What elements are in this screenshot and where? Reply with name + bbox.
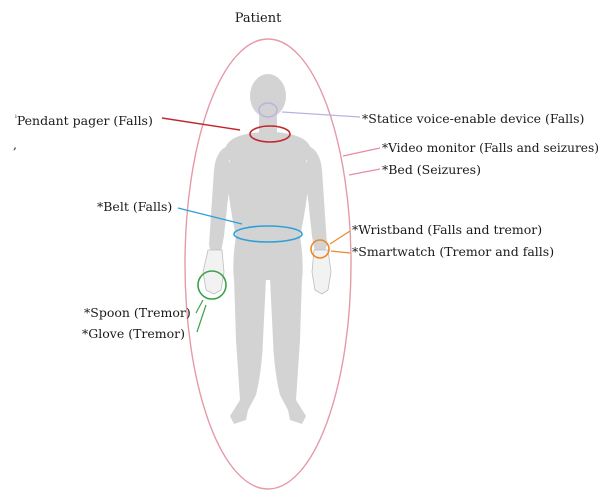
pendant-pager-label: ⁱPendant pager (Falls) — [15, 113, 153, 128]
video-leader — [343, 148, 380, 156]
stray-comma: , — [13, 137, 17, 152]
smartwatch-label: *Smartwatch (Tremor and falls) — [352, 244, 554, 259]
left-arm — [209, 146, 230, 252]
shoulders — [226, 132, 310, 160]
spoon-label: *Spoon (Tremor) — [84, 305, 191, 320]
wristband-label: *Wristband (Falls and tremor) — [352, 222, 542, 237]
right-leg — [270, 278, 306, 424]
smartwatch-leader — [331, 251, 350, 253]
diagram-title: Patient — [235, 11, 282, 26]
head — [250, 74, 286, 118]
pendant-pager-text: Pendant pager (Falls) — [17, 113, 153, 128]
bed-leader — [349, 169, 380, 175]
left-leg — [230, 278, 266, 424]
belt-label: *Belt (Falls) — [97, 199, 172, 214]
spoon-leader — [196, 300, 203, 313]
pendant-leader — [162, 118, 240, 130]
glove-label: *Glove (Tremor) — [82, 326, 185, 341]
voice-device-label: *Statice voice-enable device (Falls) — [362, 111, 584, 126]
video-monitor-label: *Video monitor (Falls and seizures) — [382, 140, 599, 155]
bed-label: *Bed (Seizures) — [382, 162, 481, 177]
voice-leader — [282, 112, 360, 117]
wristband-leader — [330, 231, 350, 244]
right-arm — [306, 146, 327, 252]
